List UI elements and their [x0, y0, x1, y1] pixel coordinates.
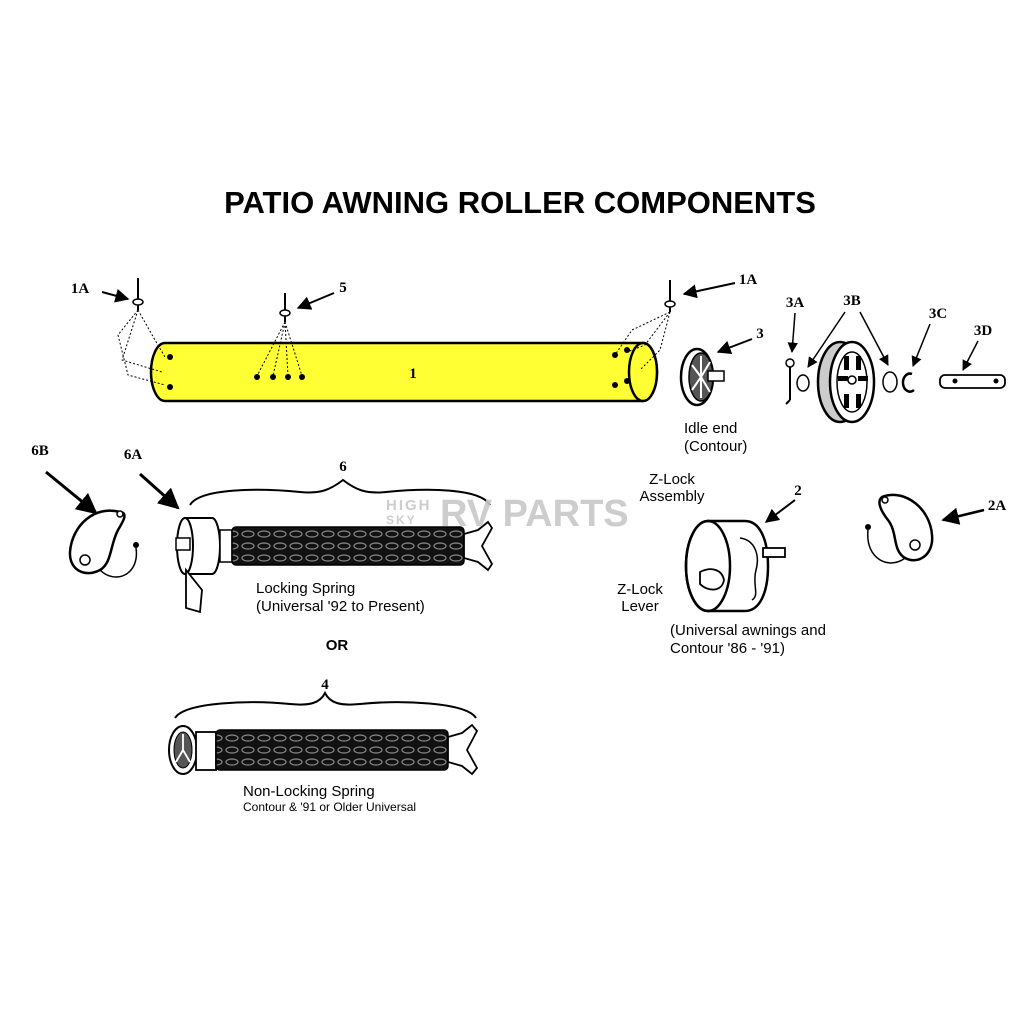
- brace-6-icon: [189, 478, 491, 506]
- part-6a-label: 6A: [124, 447, 143, 463]
- arrow-5-icon: [296, 292, 335, 310]
- part-1a-left-label: 1A: [71, 281, 90, 297]
- or-label: OR: [326, 637, 349, 654]
- washer-icon: [796, 374, 810, 392]
- locking-spring-assembly: [175, 517, 494, 614]
- part-2a-label: 2A: [988, 498, 1007, 514]
- roller-tube-body: [149, 341, 659, 403]
- shaft-3d: [939, 374, 1006, 389]
- part-5-label: 5: [339, 280, 347, 296]
- watermark-small-top: HIGH: [386, 497, 432, 514]
- roller-tube: [149, 341, 659, 403]
- part-3c-label: 3C: [929, 306, 947, 322]
- rivet-hole-icon: [167, 354, 173, 360]
- screw-1a-left: [117, 278, 166, 386]
- idle-end-part: [679, 347, 725, 407]
- page-title: PATIO AWNING ROLLER COMPONENTS: [224, 185, 816, 220]
- arrow-3b-left-icon: [807, 311, 846, 368]
- part-3a-label: 3A: [786, 295, 805, 311]
- hook-2a: [865, 493, 934, 564]
- zlock-universal-caption-sub: Contour '86 - '91): [670, 640, 785, 657]
- zlock-assembly-caption-sub: Assembly: [639, 488, 705, 505]
- arrow-3d-icon: [962, 340, 979, 371]
- part-6b-label: 6B: [31, 443, 49, 459]
- rivet-hole-icon: [612, 382, 618, 388]
- washer-icon: [882, 371, 898, 393]
- idle-end-caption-sub: (Contour): [684, 438, 747, 455]
- arrow-3-icon: [716, 338, 753, 355]
- arrow-1a-left-icon: [101, 288, 130, 303]
- arrow-6b-icon: [45, 470, 98, 515]
- idle-end-caption: Idle end: [684, 420, 737, 437]
- rivet-hole-icon: [167, 384, 173, 390]
- part-3b-label: 3B: [843, 293, 861, 309]
- arrow-2a-icon: [941, 507, 985, 525]
- zlock-lever-caption-sub: Lever: [621, 598, 659, 615]
- part-1a-right-label: 1A: [739, 272, 758, 288]
- arrow-3a-icon: [787, 312, 798, 354]
- hook-6b: [68, 509, 139, 578]
- screw-5: [254, 293, 305, 380]
- rivet-hole-icon: [624, 347, 630, 353]
- zlock-assembly-caption: Z-Lock: [649, 471, 695, 488]
- watermark: HIGH SKY RV PARTS: [386, 493, 629, 535]
- arrow-2-icon: [764, 499, 796, 523]
- arrow-6a-icon: [138, 472, 180, 510]
- screw-1a-right: [614, 280, 676, 371]
- part-4-label: 4: [321, 677, 329, 693]
- arrow-3b-right-icon: [859, 311, 889, 366]
- part-2-label: 2: [794, 483, 802, 499]
- zlock-lever-caption: Z-Lock: [617, 581, 663, 598]
- zlock-universal-caption: (Universal awnings and: [670, 622, 826, 639]
- nonlocking-spring-assembly: [168, 723, 479, 776]
- part-3d-label: 3D: [974, 323, 993, 339]
- arrow-3c-icon: [911, 323, 931, 367]
- retaining-clip-3c-icon: [901, 372, 915, 393]
- part-3-label: 3: [756, 326, 764, 342]
- nonlocking-spring-caption-sub: Contour & '91 or Older Universal: [243, 800, 416, 814]
- arrow-1a-right-icon: [682, 282, 736, 299]
- roller-tube-end: [627, 341, 659, 403]
- part-6-label: 6: [339, 459, 347, 475]
- cotter-pin-3a: [785, 358, 795, 405]
- locking-spring-caption-sub: (Universal '92 to Present): [256, 598, 425, 615]
- locking-spring-caption: Locking Spring: [256, 580, 355, 597]
- watermark-big: RV PARTS: [440, 493, 629, 535]
- rivet-hole-icon: [624, 378, 630, 384]
- brace-4-icon: [174, 690, 477, 719]
- nonlocking-spring-caption: Non-Locking Spring: [243, 783, 375, 800]
- pulley-3b: [816, 340, 876, 424]
- watermark-small-bottom: SKY: [386, 513, 417, 527]
- zlock-part: [684, 519, 786, 613]
- part-1-label: 1: [409, 366, 417, 382]
